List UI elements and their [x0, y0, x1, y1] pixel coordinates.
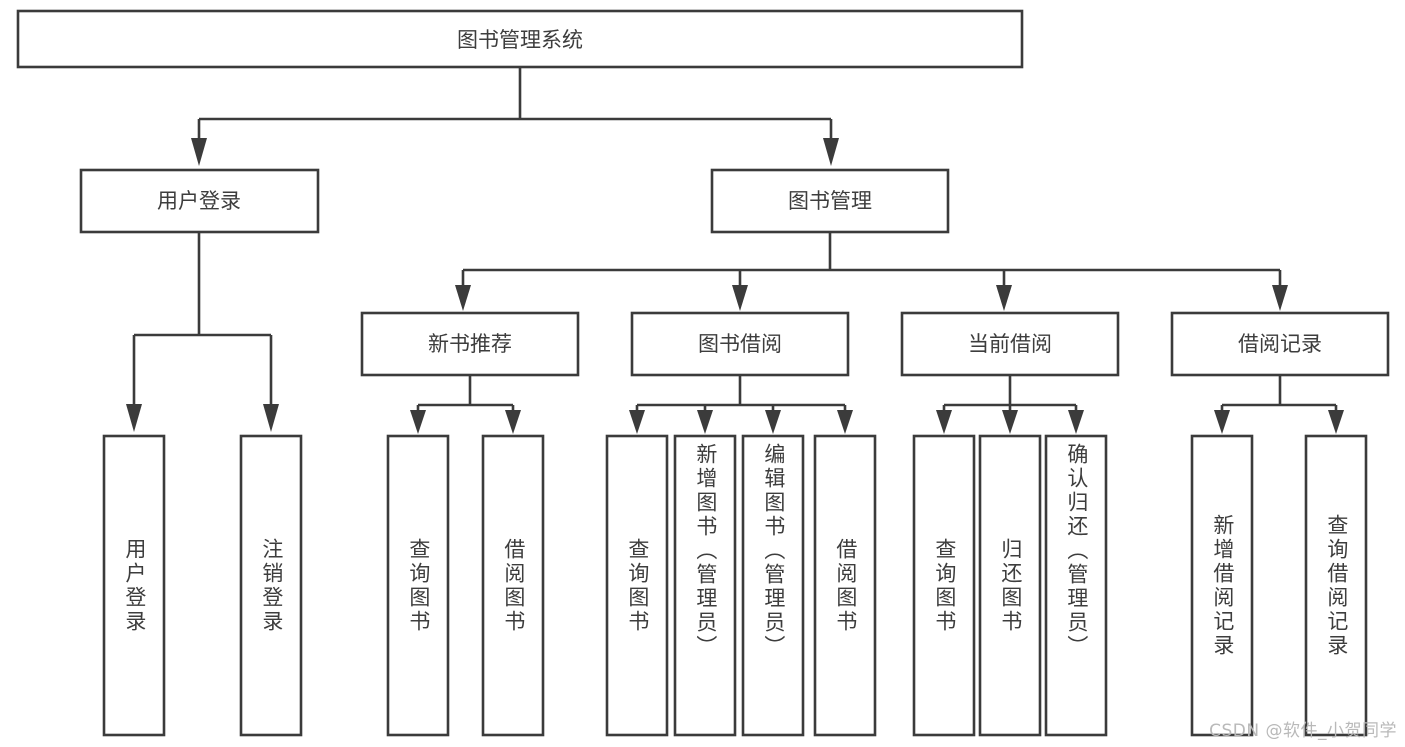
arrow-head-icon [263, 404, 279, 432]
arrow-head-icon [837, 410, 853, 434]
node-user-login-box [79, 168, 320, 234]
connector-user-login-to-leaves [126, 232, 279, 432]
arrow-head-icon [410, 410, 426, 434]
arrow-head-icon [1214, 410, 1230, 434]
arrow-head-icon [1002, 410, 1018, 434]
node-new-book-recommend-label: 新书推荐 [428, 332, 512, 356]
node-new-book-recommend-box [360, 311, 580, 377]
leaf-box-add-borrow-record[interactable] [1190, 434, 1254, 737]
connector-borrow-record-to-leaves [1214, 375, 1344, 434]
node-new-book-recommend[interactable]: 新书推荐 [360, 311, 580, 377]
connector-root-to-level2 [191, 67, 839, 166]
arrow-head-icon [996, 285, 1012, 311]
watermark-text: CSDN @软件_小贺同学 [1209, 721, 1397, 741]
leaf-box-logout-login[interactable] [239, 434, 303, 737]
leaf-box-query-borrow-record[interactable] [1304, 434, 1368, 737]
leaf-box-add-book-admin[interactable] [673, 434, 737, 737]
arrow-head-icon [1068, 410, 1084, 434]
node-borrow-record[interactable]: 借阅记录 [1170, 311, 1390, 377]
leaf-box-query-book-2[interactable] [605, 434, 669, 737]
leaf-box-borrow-book-2[interactable] [813, 434, 877, 737]
node-book-borrow[interactable]: 图书借阅 [630, 311, 850, 377]
leaf-box-borrow-book-1[interactable] [481, 434, 545, 737]
node-current-borrow-box [900, 311, 1120, 377]
arrow-head-icon [1272, 285, 1288, 311]
leaf-box-user-login[interactable] [102, 434, 166, 737]
arrow-head-icon [732, 285, 748, 311]
node-user-login-label: 用户登录 [157, 189, 241, 213]
leaf-box-query-book-3[interactable] [912, 434, 976, 737]
arrow-head-icon [455, 285, 471, 311]
node-root-label: 图书管理系统 [457, 28, 583, 52]
node-book-manage-label: 图书管理 [788, 189, 872, 213]
connector-current-borrow-to-leaves [936, 375, 1084, 434]
leaf-box-return-book[interactable] [978, 434, 1042, 737]
arrow-head-icon [629, 410, 645, 434]
connector-new-book-recommend-to-leaves [410, 375, 521, 434]
node-book-manage[interactable]: 图书管理 [710, 168, 950, 234]
arrow-head-icon [191, 138, 207, 166]
arrow-head-icon [126, 404, 142, 432]
arrow-head-icon [505, 410, 521, 434]
leaf-box-query-book-1[interactable] [386, 434, 450, 737]
node-root-box [16, 9, 1024, 69]
node-current-borrow[interactable]: 当前借阅 [900, 311, 1120, 377]
leaf-box-edit-book-admin[interactable] [741, 434, 805, 737]
arrow-head-icon [697, 410, 713, 434]
node-user-login[interactable]: 用户登录 [79, 168, 320, 234]
connector-book-manage-to-level3 [455, 232, 1288, 311]
arrow-head-icon [936, 410, 952, 434]
node-book-borrow-label: 图书借阅 [698, 332, 782, 356]
connector-book-borrow-to-leaves [629, 375, 853, 434]
arrow-head-icon [1328, 410, 1344, 434]
arrow-head-icon [823, 138, 839, 166]
node-root[interactable]: 图书管理系统 [16, 9, 1024, 69]
leaf-box-confirm-return-admin[interactable] [1044, 434, 1108, 737]
node-borrow-record-label: 借阅记录 [1238, 332, 1322, 356]
arrow-head-icon [765, 410, 781, 434]
node-current-borrow-label: 当前借阅 [968, 332, 1052, 356]
